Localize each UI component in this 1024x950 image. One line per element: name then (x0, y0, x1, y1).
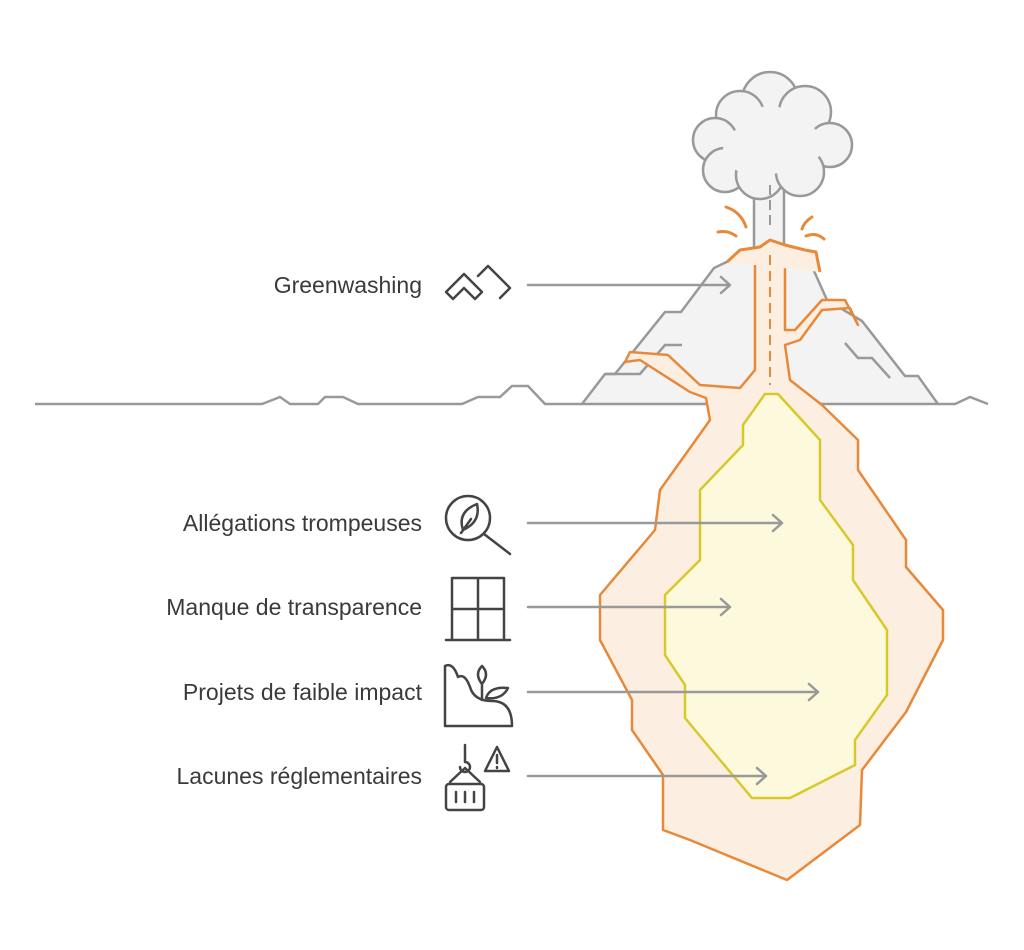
inner-core (663, 392, 889, 800)
arrows (526, 275, 820, 786)
leaf-magnifier-icon (444, 494, 512, 556)
ground-line-right (938, 395, 989, 406)
plant-cliff-icon (443, 663, 514, 728)
arrow-projets (526, 682, 820, 702)
label-manque-transparence: Manque de transparence (166, 594, 422, 620)
lava-splashes (716, 205, 826, 241)
label-projets-faible-impact: Projets de faible impact (182, 679, 422, 705)
window-icon (444, 576, 512, 642)
arrow-lacunes (526, 766, 768, 786)
arrow-transparence (526, 597, 732, 617)
crane-container-warning-icon (444, 743, 511, 812)
roof-chevrons-icon (444, 264, 512, 301)
label-greenwashing: Greenwashing (273, 272, 422, 298)
crater-rim (725, 238, 822, 273)
label-lacunes-reglementaires: Lacunes réglementaires (176, 763, 422, 789)
arrow-allegations (526, 513, 784, 533)
ground-line (35, 384, 582, 406)
smoke-cloud (691, 70, 854, 262)
arrow-greenwashing (526, 275, 732, 295)
label-allegations-trompeuses: Allégations trompeuses (182, 510, 422, 536)
